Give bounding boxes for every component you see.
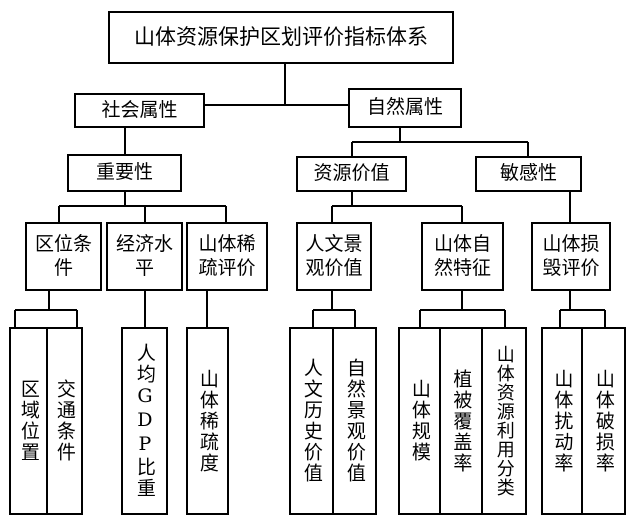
sensitivity-box: 敏感性 <box>475 156 582 192</box>
vegetation-coverage-box: 植被覆盖率 <box>439 327 483 515</box>
traffic-condition-box: 交通条件 <box>46 327 83 515</box>
breakage-rate-box: 山体破损率 <box>581 327 626 515</box>
humanities-landscape-box: 人文景观价值 <box>296 222 372 291</box>
mountain-scale-box: 山体规模 <box>398 327 441 515</box>
root-title-box: 山体资源保护区划评价指标体系 <box>108 11 454 64</box>
resource-value-box: 资源价值 <box>296 156 407 192</box>
importance-box: 重要性 <box>67 154 182 192</box>
human-history-value-box: 人文历史价值 <box>289 327 334 515</box>
natural-attribute-box: 自然属性 <box>348 88 462 128</box>
gdp-ratio-box: 人均GDP比重 <box>121 327 168 515</box>
natural-scenery-value-box: 自然景观价值 <box>332 327 377 515</box>
natural-features-box: 山体自然特征 <box>421 222 504 291</box>
disturbance-rate-box: 山体扰动率 <box>541 327 583 515</box>
damage-evaluation-box: 山体损毁评价 <box>531 222 611 291</box>
resource-use-classification-box: 山体资源利用分类 <box>481 327 527 515</box>
social-attribute-box: 社会属性 <box>74 93 205 128</box>
economic-level-box: 经济水平 <box>106 222 183 291</box>
area-location-box: 区域位置 <box>9 327 48 515</box>
sparsity-degree-box: 山体稀疏度 <box>186 327 229 515</box>
sparsity-evaluation-box: 山体稀疏评价 <box>186 222 268 291</box>
location-condition-box: 区位条件 <box>25 222 102 291</box>
